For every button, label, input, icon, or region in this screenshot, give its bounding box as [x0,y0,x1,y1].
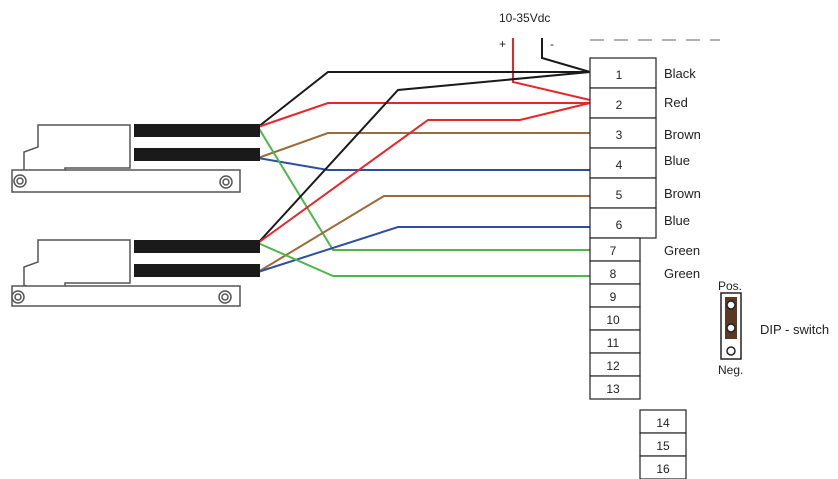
terminal-label: Blue [664,213,690,228]
terminal-label: Brown [664,186,701,201]
terminal-number: 3 [616,128,623,142]
dip-switch: Pos. Neg. DIP - switch [718,279,829,377]
dip-pos-label: Pos. [718,279,742,293]
terminal-number: 11 [607,336,620,350]
actuator-1-blue-wire [257,157,590,171]
terminal-number: 10 [606,313,620,327]
terminal-label: Black [664,66,696,81]
terminal-box-2 [589,87,657,119]
actuator-2-black-wire [257,71,591,244]
power-negative-wire [541,38,591,73]
actuator-1-black-wire [257,71,590,128]
terminal-number: 12 [606,359,620,373]
dip-switch-contact-2 [726,323,736,333]
terminal-label: Red [664,95,688,110]
terminal-number: 7 [610,244,617,258]
dip-switch-contact-1 [726,300,736,310]
actuator-2-red-wire [257,102,591,244]
actuator-1-wires [257,71,590,251]
terminal-label: Brown [664,127,701,142]
terminal-box-5 [589,177,657,209]
actuator-1-green-wire [257,126,590,251]
actuator-2-green-wire [257,242,590,277]
terminal-number: 16 [656,462,670,476]
terminal-label: Green [664,266,700,281]
power-supply: 10-35Vdc + - [499,11,591,101]
actuator-1-brown-wire [257,132,590,159]
terminal-box-3 [589,117,657,149]
terminal-box-1 [589,57,657,89]
dip-neg-label: Neg. [718,363,743,377]
terminal-number: 9 [610,290,617,304]
terminal-numbers: 1 2 3 4 5 6 7 8 9 10 11 12 13 14 15 16 [606,68,670,476]
terminal-number: 15 [656,439,670,453]
terminal-number: 13 [606,382,620,396]
terminal-labels: Black Red Brown Blue Brown Blue Green Gr… [664,66,701,281]
terminal-box-13 [589,375,641,400]
terminal-number: 1 [616,68,623,82]
power-positive-wire [512,38,591,101]
terminal-number: 5 [616,188,623,202]
terminal-label: Blue [664,153,690,168]
linear-actuator-2 [11,239,260,307]
linear-actuator-1 [11,124,260,193]
terminal-box-16 [639,455,687,479]
actuator-2-wires [257,71,591,277]
actuator-2-brown-wire [257,195,590,273]
terminal-number: 6 [616,218,623,232]
power-plus-label: + [499,37,506,51]
terminal-number: 8 [610,267,617,281]
power-minus-label: - [550,37,554,51]
terminal-number: 14 [656,416,670,430]
terminal-number: 4 [616,158,623,172]
terminal-label: Green [664,243,700,258]
terminal-box-4 [589,147,657,179]
terminal-number: 2 [616,98,623,112]
terminal-block [589,57,687,479]
dip-switch-contact-3 [726,346,736,356]
actuator-2-blue-wire [257,226,590,273]
terminal-box-6 [589,207,657,239]
actuator-1-red-wire [257,102,590,128]
power-voltage-label: 10-35Vdc [499,11,550,25]
dip-switch-label: DIP - switch [760,322,829,337]
